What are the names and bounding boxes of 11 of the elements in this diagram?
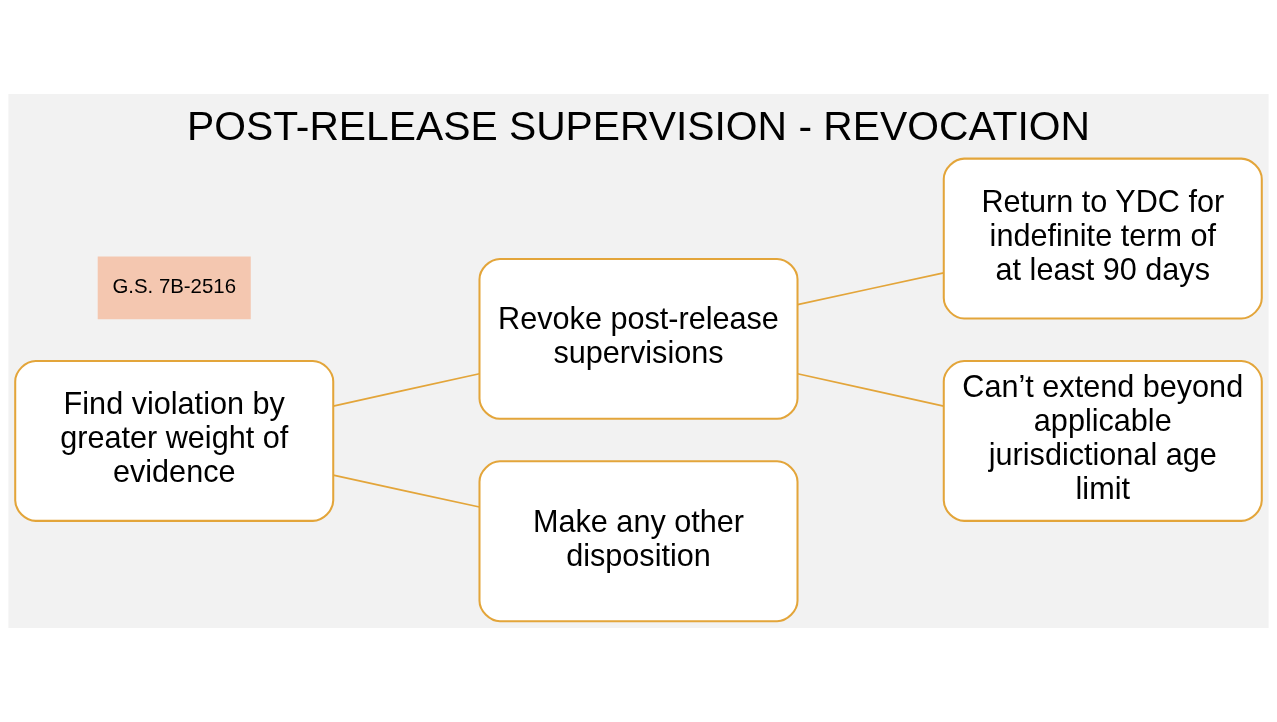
connector (796, 271, 945, 306)
node-box: Make any other disposition (478, 460, 799, 623)
node-box: Return to YDC for indefinite term of at least 90 days (942, 157, 1263, 320)
diagram-title: POST-RELEASE SUPERVISION - REVOCATION (186, 103, 1091, 150)
node-box: Find violation by greater weight of evidence (14, 360, 335, 522)
node-box: Can’t extend beyond applicable jurisdictional age limit (942, 360, 1263, 522)
node-box: G.S. 7B-2516 (97, 256, 251, 320)
connector (332, 474, 481, 508)
node-box: Revoke post-release supervisions (478, 257, 799, 420)
connector (796, 372, 945, 407)
connector (332, 372, 481, 407)
